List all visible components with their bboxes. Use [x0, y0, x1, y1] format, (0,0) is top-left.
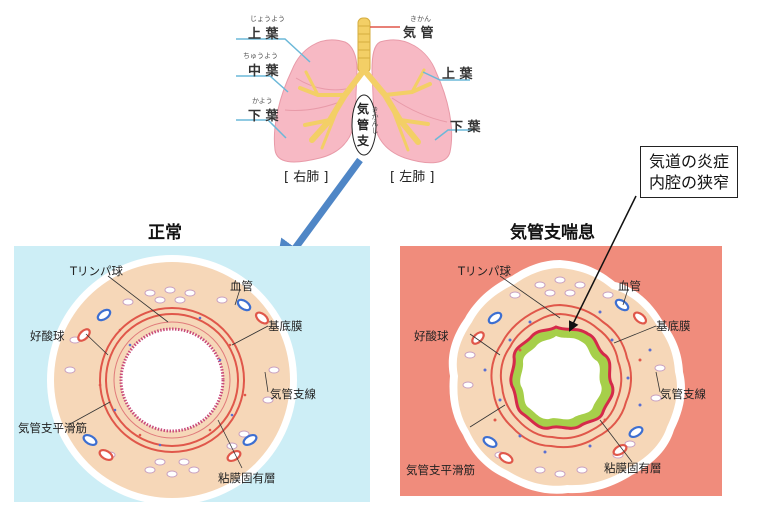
bronchus-char-2: 管 — [357, 118, 370, 132]
right-lower-lobe-ruby: かよう — [252, 97, 273, 105]
normal-eosinophil-label: 好酸球 — [30, 329, 65, 343]
asthma-panel — [400, 195, 722, 496]
asthma-basement-membrane-label: 基底膜 — [656, 319, 691, 333]
right-lower-lobe-label: 下 葉 — [248, 109, 279, 124]
right-upper-lobe-ruby: じょうよう — [250, 15, 285, 23]
normal-blood-vessel-label: 血管 — [230, 279, 253, 293]
left-lower-lobe-label: 下 葉 — [450, 120, 481, 135]
bronchus-oval — [351, 94, 377, 156]
asthma-smooth-muscle-label: 気管支平滑筋 — [406, 463, 475, 477]
normal-bronchial-gland-label: 気管支線 — [270, 387, 316, 401]
trachea-ruby: きかん — [410, 15, 431, 23]
callout-line-2: 内腔の狭窄 — [649, 173, 730, 192]
asthma-blood-vessel-label: 血管 — [618, 279, 641, 293]
callout-arrow — [569, 195, 637, 332]
lungs-illustration — [236, 17, 474, 277]
asthma-t-lymphocyte-label: Tリンパ球 — [458, 264, 512, 278]
callout-line-1: 気道の炎症 — [649, 152, 730, 171]
asthma-lamina-propria-label: 粘膜固有層 — [604, 461, 662, 475]
asthma-bronchial-gland-label: 気管支線 — [660, 387, 706, 401]
normal-heading: 正常 — [148, 223, 182, 243]
asthma-heading: 気管支喘息 — [510, 223, 595, 243]
normal-panel — [14, 246, 370, 505]
bronchus-char-3: 支 — [357, 134, 370, 148]
normal-smooth-muscle-label: 気管支平滑筋 — [18, 421, 87, 435]
left-upper-lobe-label: 上 葉 — [442, 67, 473, 82]
normal-cells — [98, 328, 247, 437]
left-lung-label: [ 左肺 ] — [390, 170, 435, 185]
asthma-leader-lines — [469, 275, 661, 463]
normal-vessels — [77, 298, 270, 463]
right-middle-lobe-label: 中 葉 — [248, 64, 279, 79]
bronchial-tree — [298, 67, 432, 152]
zoom-arrow — [274, 157, 363, 277]
inflammation-callout: 気道の炎症 内腔の狭窄 — [640, 146, 739, 198]
asthma-lumen — [520, 336, 602, 420]
bronchus-ruby: きかんし — [371, 106, 379, 134]
right-lung-label: [ 右肺 ] — [284, 170, 329, 185]
bronchus-char-1: 気 — [357, 102, 370, 116]
right-middle-lobe-ruby: ちゅうよう — [243, 52, 278, 60]
asthma-eosinophil-label: 好酸球 — [414, 329, 449, 343]
normal-basement-membrane-label: 基底膜 — [268, 319, 303, 333]
normal-t-lymphocyte-label: Tリンパ球 — [70, 264, 124, 278]
left-lung — [371, 39, 453, 164]
trachea-label: 気 管 — [403, 26, 434, 41]
right-upper-lobe-label: 上 葉 — [248, 27, 279, 42]
normal-lamina-propria-label: 粘膜固有層 — [218, 471, 276, 485]
normal-leader-lines — [69, 275, 269, 469]
right-lung — [273, 39, 358, 163]
